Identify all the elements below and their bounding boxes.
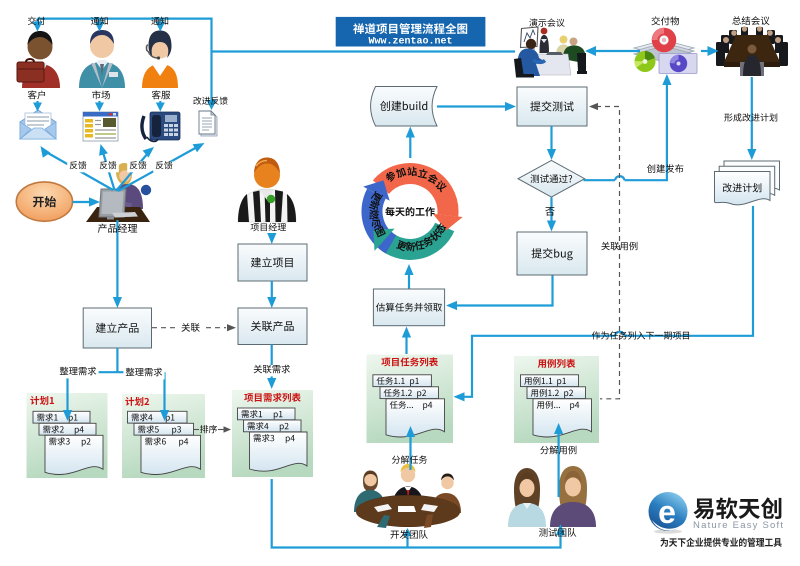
svg-text:e: e <box>658 494 676 530</box>
svg-text:Nature Easy Soft: Nature Easy Soft <box>693 520 783 531</box>
svg-text:Www.zentao.net: Www.zentao.net <box>368 37 452 48</box>
